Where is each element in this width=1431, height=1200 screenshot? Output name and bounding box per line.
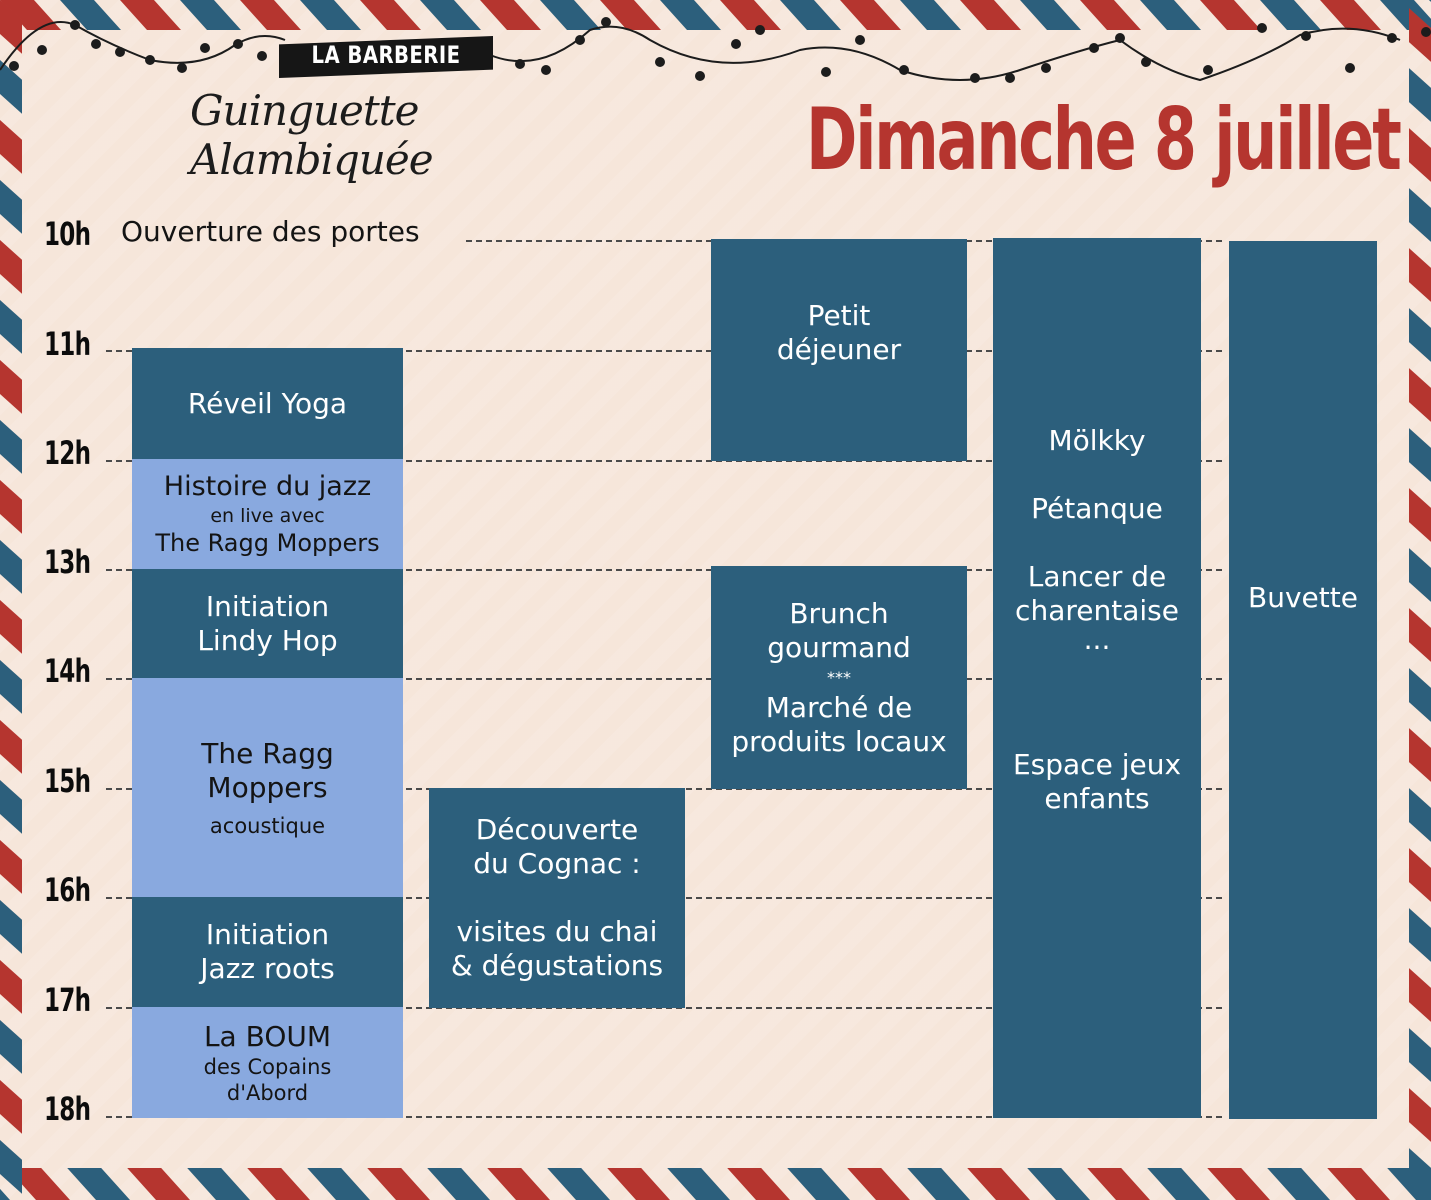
event-jazz-history: Histoire du jazz en live avec The Ragg M… (132, 459, 403, 569)
event-jazz-history-band: The Ragg Moppers (155, 529, 380, 557)
hour-label: 10h (44, 215, 91, 253)
event-cognac: Découverte du Cognac : visites du chai &… (429, 788, 685, 1008)
event-ragg-line2: Moppers (207, 770, 328, 804)
event-market-line1: Marché de (765, 690, 913, 724)
event-breakfast-line1: Petit (807, 299, 871, 332)
event-roots-line2: Jazz roots (200, 952, 335, 985)
hour-label: 12h (44, 434, 91, 472)
separator-stars: *** (827, 667, 851, 687)
hour-label: 11h (44, 325, 91, 363)
event-ellipsis: ... (1083, 623, 1111, 656)
event-cognac-line4: & dégustations (450, 949, 664, 982)
event-brunch-line2: gourmand (767, 630, 911, 664)
event-lancer-line2: charentaise (1015, 594, 1179, 627)
string-lights-decoration (0, 17, 1431, 83)
page-title: Dimanche 8 juillet (806, 90, 1402, 190)
event-kids-line1: Espace jeux (1012, 748, 1182, 781)
event-cognac-line3: visites du chai (456, 915, 658, 948)
logo-text: LA BARBERIE (311, 41, 461, 69)
event-molkky: Mölkky (1048, 424, 1146, 457)
event-kids-line2: enfants (1044, 782, 1150, 815)
event-yoga-label: Réveil Yoga (187, 386, 348, 420)
event-boum-sub1: des Copains (203, 1054, 332, 1079)
event-cognac-line1: Découverte (475, 813, 639, 846)
event-name: Guinguette Alambiquée (190, 86, 434, 184)
event-ragg-line1: The Ragg (201, 736, 334, 770)
event-yoga: Réveil Yoga (132, 348, 403, 459)
event-jazz-history-sub: en live avec (210, 505, 325, 527)
hour-label: 15h (44, 762, 91, 800)
event-jazz-roots: Initiation Jazz roots (132, 897, 403, 1007)
event-buvette-label: Buvette (1248, 581, 1358, 614)
event-ragg-sub: acoustique (209, 813, 326, 838)
event-games: Mölkky Pétanque Lancer de charentaise ..… (993, 238, 1201, 1118)
event-ragg-moppers: The Ragg Moppers acoustique (132, 678, 403, 897)
event-boum-title: La BOUM (203, 1019, 332, 1053)
event-cognac-line2: du Cognac : (473, 847, 641, 880)
hour-label: 13h (44, 543, 91, 581)
event-buvette: Buvette (1229, 241, 1377, 1119)
time-gridline (106, 460, 1222, 462)
event-lindy-hop: Initiation Lindy Hop (132, 569, 403, 678)
event-jazz-history-title: Histoire du jazz (163, 471, 372, 502)
time-gridline (106, 1116, 1222, 1118)
event-brunch-market: Brunch gourmand *** Marché de produits l… (711, 566, 967, 789)
event-petanque: Pétanque (1031, 492, 1163, 525)
event-lindy-line2: Lindy Hop (197, 623, 338, 657)
hour-label: 14h (44, 652, 91, 690)
event-boum-sub2: d'Abord (226, 1080, 309, 1105)
time-gridline (106, 569, 1222, 571)
event-brunch-line1: Brunch (789, 596, 889, 630)
hour-label: 18h (44, 1090, 91, 1128)
event-breakfast: Petit déjeuner (711, 239, 967, 461)
event-lindy-line1: Initiation (205, 589, 330, 623)
opening-label: Ouverture des portes (121, 215, 420, 248)
time-gridline (106, 1007, 1222, 1009)
event-la-boum: La BOUM des Copains d'Abord (132, 1007, 403, 1118)
hour-label: 17h (44, 981, 91, 1019)
event-roots-line1: Initiation (205, 918, 330, 951)
event-breakfast-line2: déjeuner (776, 333, 902, 366)
time-gridline (106, 350, 1222, 352)
brand-logo: LA BARBERIE (279, 36, 493, 78)
time-gridline (106, 678, 1222, 680)
hour-label: 16h (44, 871, 91, 909)
event-market-line2: produits locaux (731, 724, 947, 758)
event-lancer-line1: Lancer de (1027, 560, 1167, 593)
